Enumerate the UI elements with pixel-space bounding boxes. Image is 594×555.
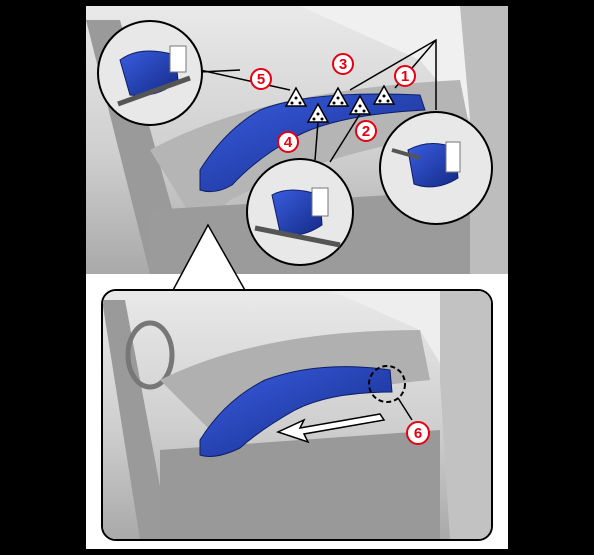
bottom-border-line <box>86 549 508 555</box>
magnifier-circle-icon <box>380 112 492 224</box>
svg-text:6: 6 <box>414 425 422 442</box>
door-lower <box>440 290 492 540</box>
right-border-panel <box>508 0 594 555</box>
left-border-panel <box>0 0 86 555</box>
callout-4: 4 <box>278 132 298 152</box>
callout-1: 1 <box>395 66 415 86</box>
top-border-line <box>86 0 508 6</box>
lower-panel: 6 <box>102 290 492 540</box>
svg-text:2: 2 <box>362 123 370 140</box>
callout-5: 5 <box>251 69 271 89</box>
svg-text:4: 4 <box>284 134 293 151</box>
svg-text:3: 3 <box>339 56 347 73</box>
callout-3: 3 <box>333 54 353 74</box>
callout-6: 6 <box>407 422 429 444</box>
svg-text:1: 1 <box>401 68 409 85</box>
magnifier-circle-icon <box>247 159 353 265</box>
upper-panel: 1 2 3 4 5 <box>86 6 508 292</box>
magnifier-circle-icon <box>98 21 202 125</box>
svg-text:5: 5 <box>257 71 265 88</box>
callout-2: 2 <box>356 121 376 141</box>
